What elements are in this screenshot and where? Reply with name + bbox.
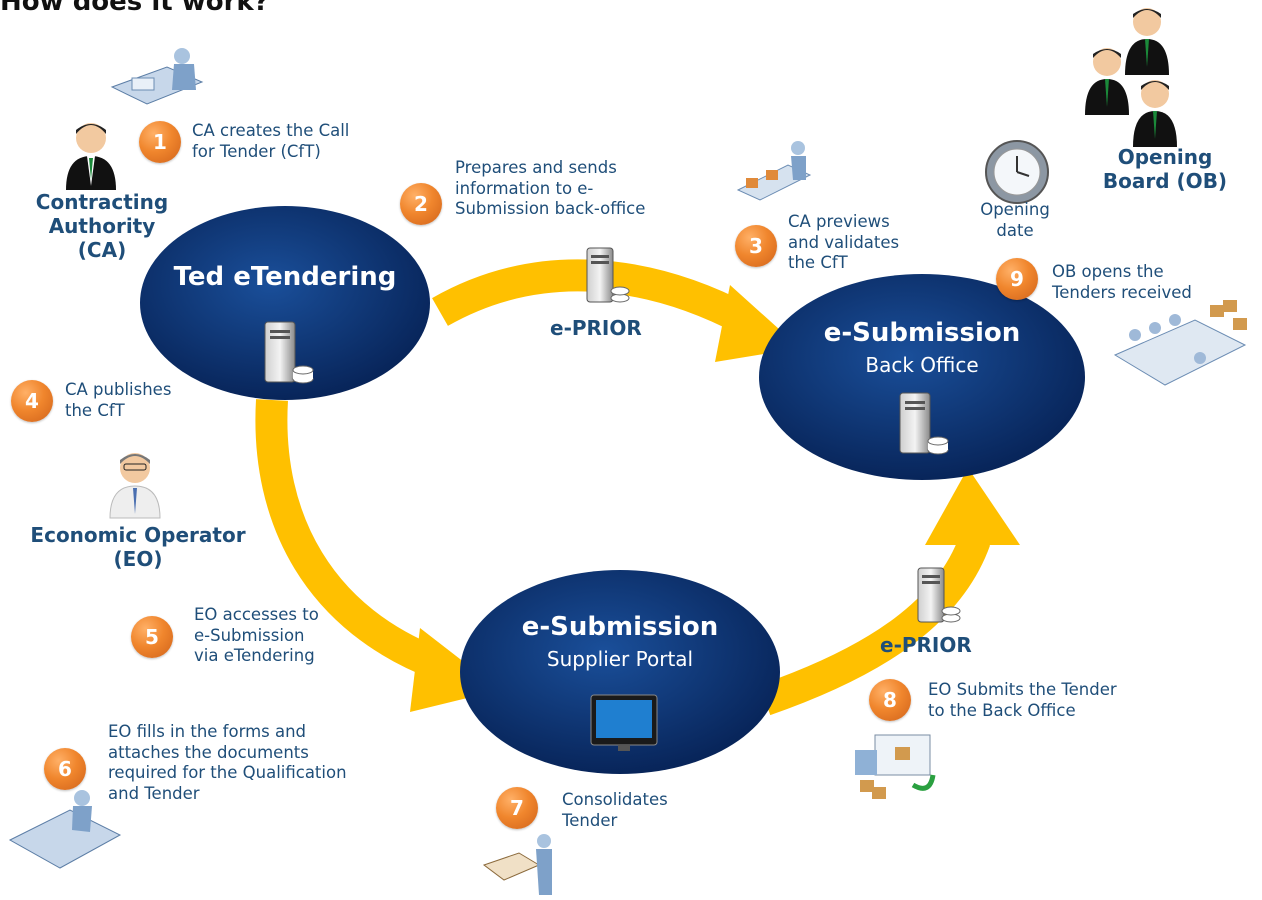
role-opening-board: Opening Board (OB) <box>1102 145 1228 193</box>
server-icon <box>917 567 961 623</box>
backoffice-subtitle: Back Office <box>865 353 979 377</box>
role-contracting-authority: Contracting Authority (CA) <box>35 190 169 262</box>
step-badge-1: 1 <box>139 121 181 163</box>
step-text-1: CA creates the Call for Tender (CfT) <box>192 121 350 161</box>
step-text-4: CA publishes the CfT <box>65 380 172 420</box>
ted-etendering-title: Ted eTendering <box>173 262 397 292</box>
packing-worker-icon <box>482 834 552 895</box>
step-badge-5: 5 <box>131 616 173 658</box>
server-icon <box>899 392 949 455</box>
person-icon <box>66 123 116 190</box>
node-esubmission-backoffice <box>759 274 1085 480</box>
node-ted-etendering <box>140 206 430 400</box>
step-badge-8: 8 <box>869 679 911 721</box>
eprior-label: e-PRIOR <box>550 316 642 340</box>
desk-worker-icon <box>110 48 204 105</box>
step-text-2: Prepares and sends information to e- Sub… <box>455 158 646 219</box>
step-text-3: CA previews and validates the CfT <box>788 212 900 273</box>
step-badge-7: 7 <box>496 787 538 829</box>
role-economic-operator: Economic Operator (EO) <box>30 523 246 571</box>
step-badge-3: 3 <box>735 225 777 267</box>
step-text-9: OB opens the Tenders received <box>1052 262 1192 302</box>
node-esubmission-supplier <box>460 570 780 774</box>
supplier-subtitle: Supplier Portal <box>546 647 694 671</box>
step-badge-9: 9 <box>996 258 1038 300</box>
supplier-title: e-Submission <box>521 612 719 642</box>
server-icon <box>264 321 314 384</box>
step-badge-4: 4 <box>11 380 53 422</box>
step-badge-6: 6 <box>44 748 86 790</box>
board-group-icon <box>1085 8 1177 147</box>
step-text-7: Consolidates Tender <box>562 790 668 830</box>
delivery-truck-icon <box>855 734 936 799</box>
page-title: How does it work? <box>0 0 269 17</box>
clock-icon <box>985 140 1049 204</box>
step-text-5: EO accesses to e-Submission via eTenderi… <box>194 605 319 666</box>
person-icon <box>109 453 161 519</box>
step-text-8: EO Submits the Tender to the Back Office <box>928 680 1117 720</box>
meeting-room-icon <box>1113 300 1247 386</box>
step-text-6: EO fills in the forms and attaches the d… <box>108 722 347 803</box>
opening-date-label: Opening date <box>980 200 1050 240</box>
step-badge-2: 2 <box>400 183 442 225</box>
eprior-label: e-PRIOR <box>880 633 972 657</box>
arrow-supplier-to-backoffice <box>759 468 1020 716</box>
conveyor-icon <box>736 141 812 201</box>
monitor-icon <box>590 694 658 751</box>
drafting-worker-icon <box>8 790 122 869</box>
backoffice-title: e-Submission <box>823 318 1021 348</box>
server-icon <box>586 247 630 303</box>
